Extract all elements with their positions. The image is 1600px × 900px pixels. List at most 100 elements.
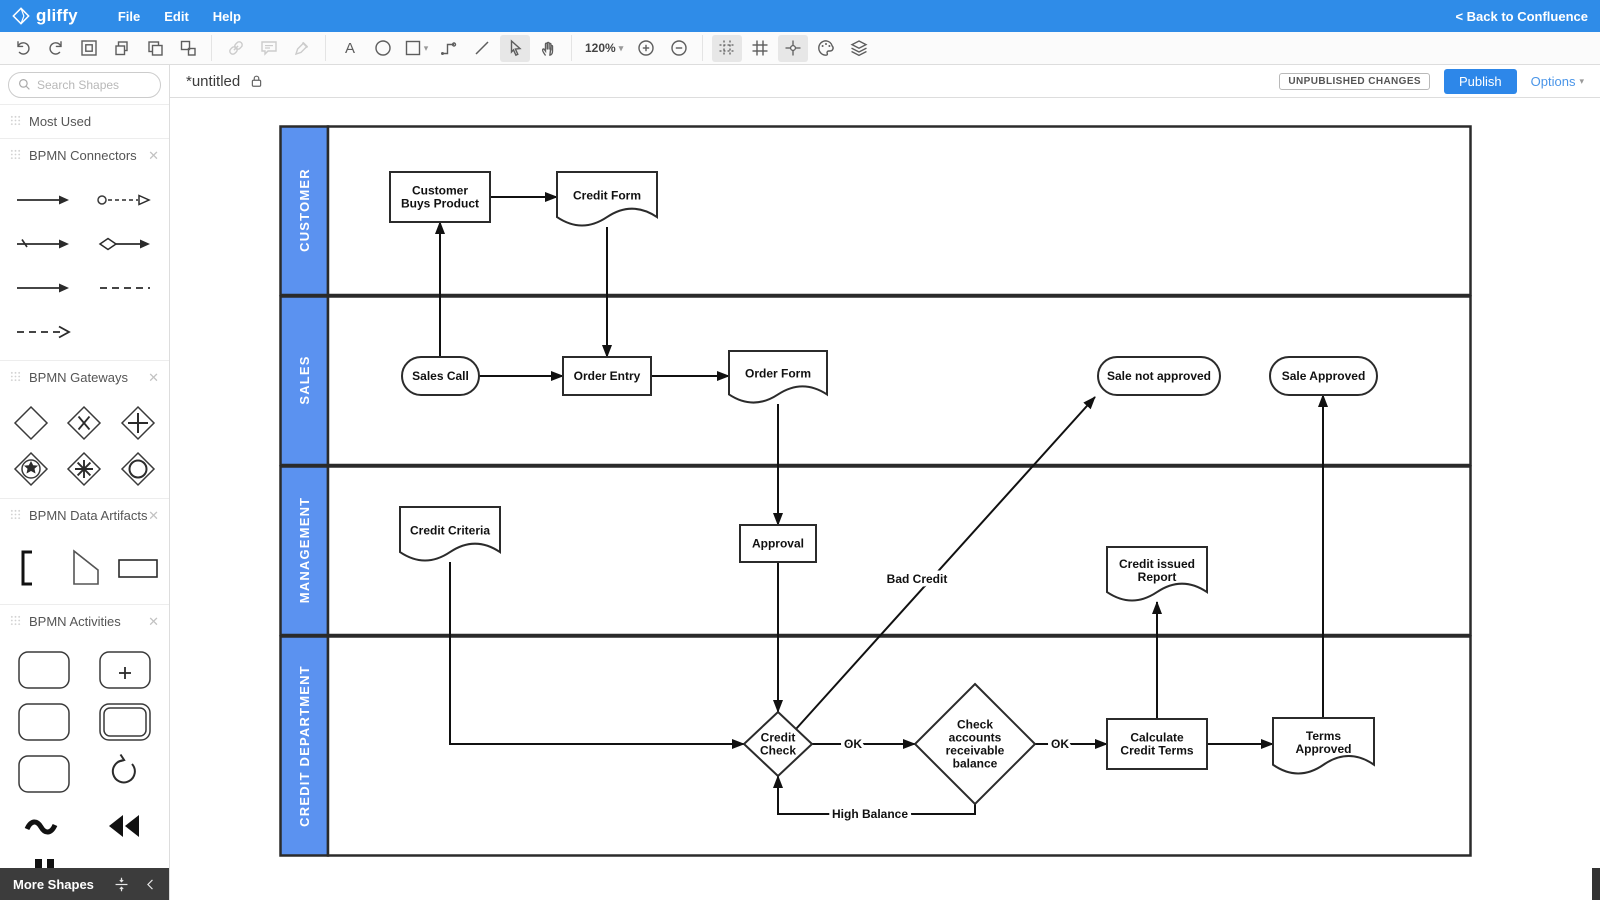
close-section-icon[interactable]: ✕ [148,147,159,163]
line-tool-button[interactable] [467,35,497,62]
drag-handle-icon[interactable] [10,113,21,131]
layers-button[interactable] [844,35,874,62]
shape-gateway-exclusive[interactable] [11,400,51,446]
drag-handle-icon[interactable] [10,613,21,631]
options-label: Options [1530,73,1576,89]
shape-subprocess[interactable] [96,644,154,696]
shape-task-plain[interactable] [15,696,73,748]
zoom-select[interactable]: 120%▾ [579,35,629,62]
shape-task[interactable] [15,644,73,696]
drag-handle-icon[interactable] [10,369,21,387]
pan-tool-button[interactable] [533,35,563,62]
edge-criteria-to-creditcheck[interactable] [449,562,745,749]
redo-button[interactable] [41,35,71,62]
shape-transaction[interactable] [96,696,154,748]
shape-conn-conditional-flow[interactable] [96,222,154,266]
node-sale-not-approved[interactable]: Sale not approved [1097,356,1221,396]
shape-loop-marker[interactable] [96,748,154,800]
node-label: Terms [1306,729,1341,743]
shape-conn-default-flow[interactable] [15,222,73,266]
ellipse-tool-button[interactable] [368,35,398,62]
node-label: Calculate [1130,731,1184,745]
shape-gateway-exclusive-x[interactable] [64,400,104,446]
drag-handle-icon[interactable] [10,147,21,165]
pointer-tool-button[interactable] [499,34,530,62]
shape-gateway-parallel[interactable] [118,400,158,446]
edge-creditcheck-to-salenotapproved[interactable] [795,396,1096,730]
section-header-bpmn-connectors[interactable]: BPMN Connectors✕ [0,138,169,172]
eyedropper-button[interactable] [287,35,317,62]
section-header-bpmn-activities[interactable]: BPMN Activities✕ [0,604,169,638]
bring-forward-button[interactable] [140,35,170,62]
publish-button[interactable]: Publish [1444,68,1517,94]
shape-conn-sequence-flow-2[interactable] [15,266,73,310]
add-comment-button[interactable] [254,35,284,62]
drag-handle-icon[interactable] [10,507,21,525]
node-sale-approved[interactable]: Sale Approved [1269,356,1378,396]
text-tool-button[interactable]: A [335,35,365,62]
rect-tool-button[interactable]: ▾ [401,35,431,62]
shape-conn-directed-association[interactable] [15,310,73,354]
node-credit-criteria[interactable]: Credit Criteria [399,506,501,562]
node-order-form[interactable]: Order Form [728,350,828,404]
menu-help[interactable]: Help [212,8,241,24]
undo-button[interactable] [8,35,38,62]
drawing-guides-button[interactable] [777,34,808,62]
collapse-panels-icon[interactable] [113,876,130,893]
shape-gateway-inclusive[interactable] [118,446,158,492]
section-header-most-used[interactable]: Most Used [0,104,169,138]
more-shapes-bar[interactable]: More Shapes [0,868,169,900]
scrollbar-thumb[interactable] [1592,868,1600,900]
snap-to-grid-button[interactable] [711,34,742,62]
menu-edit[interactable]: Edit [164,8,189,24]
lane-header-customer[interactable] [279,125,330,297]
shape-artifact-group[interactable] [114,538,162,598]
zoom-out-button[interactable] [664,35,694,62]
shape-artifact-annotation[interactable] [11,538,51,598]
edge-checkaccounts-highbalance-loop[interactable] [773,775,976,815]
shape-conn-sequence-flow[interactable] [15,178,73,222]
options-menu[interactable]: Options ▾ [1531,74,1584,89]
node-credit-form[interactable]: Credit Form [556,171,658,227]
shape-artifact-data-object[interactable] [62,538,106,598]
section-header-bpmn-gateways[interactable]: BPMN Gateways✕ [0,360,169,394]
shape-task-plain-2[interactable] [15,748,73,800]
shape-gateway-complex[interactable] [64,446,104,492]
send-backward-button[interactable] [173,35,203,62]
shape-compensation-marker[interactable] [96,800,154,852]
chevron-left-icon[interactable] [144,877,157,892]
zoom-in-button[interactable] [631,35,661,62]
show-grid-button[interactable] [745,35,775,62]
lane-body-management[interactable] [326,465,1472,637]
theme-button[interactable] [811,35,841,62]
section-header-bpmn-data-artifacts[interactable]: BPMN Data Artifacts✕ [0,498,169,532]
close-section-icon[interactable]: ✕ [148,369,159,385]
shape-gateway-event-based[interactable] [11,446,51,492]
close-section-icon[interactable]: ✕ [148,613,159,629]
lane-body-customer[interactable] [326,125,1472,297]
search-shapes-input[interactable] [8,72,161,98]
node-label: Credit Terms [1120,744,1193,758]
node-approval[interactable]: Approval [739,524,817,563]
shape-adhoc-marker[interactable] [15,800,73,852]
node-sales-call[interactable]: Sales Call [401,356,480,396]
node-order-entry[interactable]: Order Entry [562,356,652,396]
group-button[interactable] [74,35,104,62]
shape-conn-message-flow[interactable] [96,178,154,222]
ungroup-button[interactable] [107,35,137,62]
shape-conn-association[interactable] [96,266,154,310]
menu-file[interactable]: File [117,8,141,24]
close-section-icon[interactable]: ✕ [148,507,159,523]
back-to-confluence-link[interactable]: < Back to Confluence [1455,8,1588,24]
connector-tool-button[interactable] [434,35,464,62]
add-link-button[interactable] [221,35,251,62]
lane-header-sales[interactable] [279,295,330,467]
